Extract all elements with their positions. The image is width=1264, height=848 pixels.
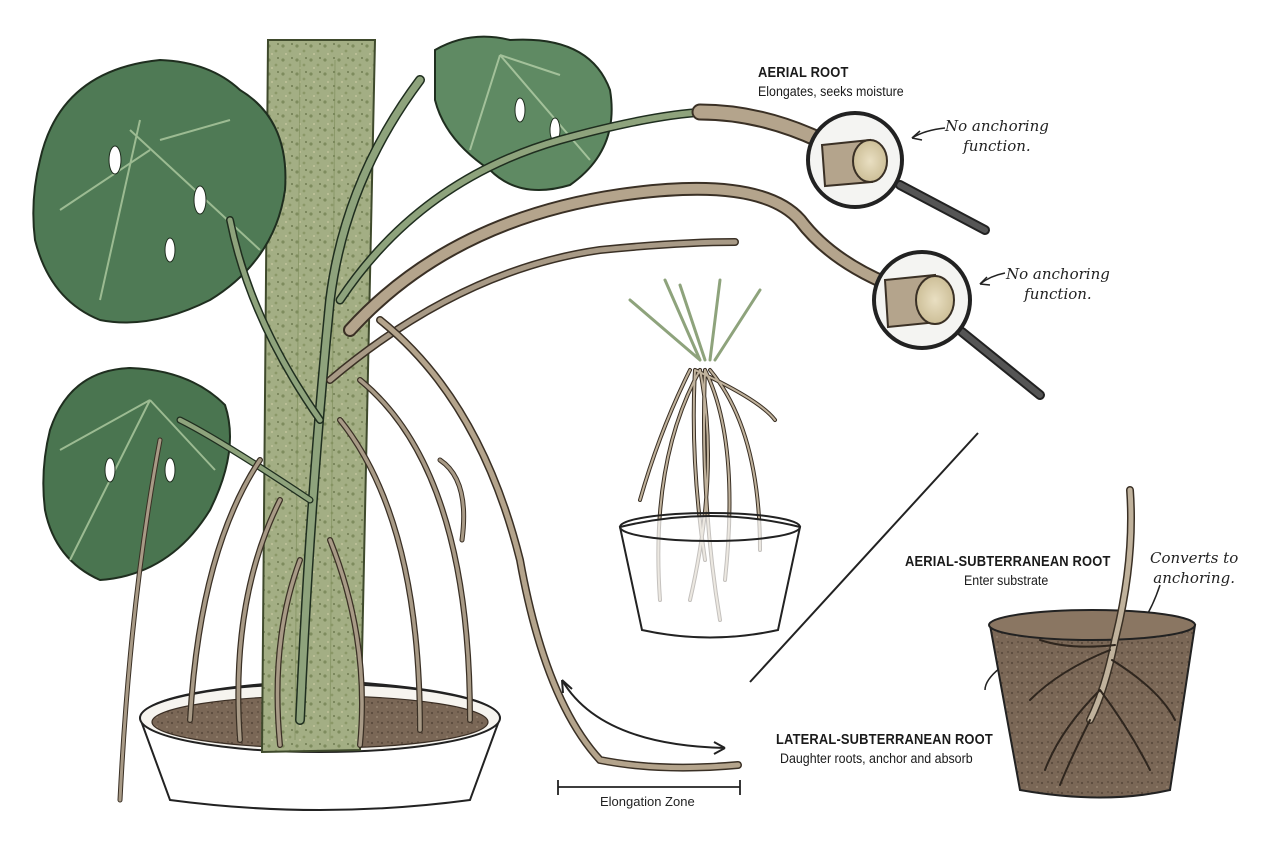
- stems: [176, 75, 710, 725]
- monstera-leaf-top-right: [434, 35, 613, 191]
- label-aerial-root: AERIAL ROOT Elongates, seeks moisture: [758, 64, 916, 99]
- monstera-leaf-top-left: [32, 58, 287, 324]
- glass-pot-right: [988, 486, 1197, 799]
- note-no-anchoring-2-line1: No anchoring: [1006, 265, 1110, 283]
- aerial-roots: [117, 103, 897, 803]
- growth-direction-arrow: [561, 679, 726, 755]
- note-no-anchoring-2: No anchoring function.: [1006, 264, 1110, 304]
- divider-line: [749, 432, 979, 683]
- note-converts-line1: Converts to: [1150, 549, 1239, 567]
- label-aerial-root-title: AERIAL ROOT: [758, 64, 849, 81]
- magnifier-cross-section-1: [806, 111, 990, 235]
- elongation-scale-bar: [557, 780, 741, 795]
- note-no-anchoring-1: No anchoring function.: [945, 116, 1049, 156]
- label-aerial-root-subtitle: Elongates, seeks moisture: [758, 84, 904, 99]
- monstera-leaf-bottom-left: [42, 366, 231, 582]
- label-lateral-subterranean-title: LATERAL-SUBTERRANEAN ROOT: [776, 731, 993, 748]
- label-lateral-subterranean-root: LATERAL-SUBTERRANEAN ROOT Daughter roots…: [776, 731, 1028, 766]
- magnifier-cross-section-2: [872, 250, 1045, 400]
- label-lateral-subterranean-subtitle: Daughter roots, anchor and absorb: [780, 751, 973, 766]
- note-no-anchoring-1-line2: function.: [963, 137, 1031, 155]
- note-converts-to-anchoring: Converts to anchoring.: [1150, 548, 1238, 588]
- note-no-anchoring-1-line1: No anchoring: [945, 117, 1049, 135]
- label-aerial-subterranean-root: AERIAL-SUBTERRANEAN ROOT Enter substrate: [905, 553, 1144, 588]
- label-aerial-subterranean-subtitle: Enter substrate: [964, 573, 1049, 588]
- note-no-anchoring-2-line2: function.: [1024, 285, 1092, 303]
- scale-bar-label: Elongation Zone: [600, 794, 695, 809]
- small-pot-center: [618, 278, 802, 639]
- label-aerial-subterranean-title: AERIAL-SUBTERRANEAN ROOT: [905, 553, 1111, 570]
- note-converts-line2: anchoring.: [1153, 569, 1235, 587]
